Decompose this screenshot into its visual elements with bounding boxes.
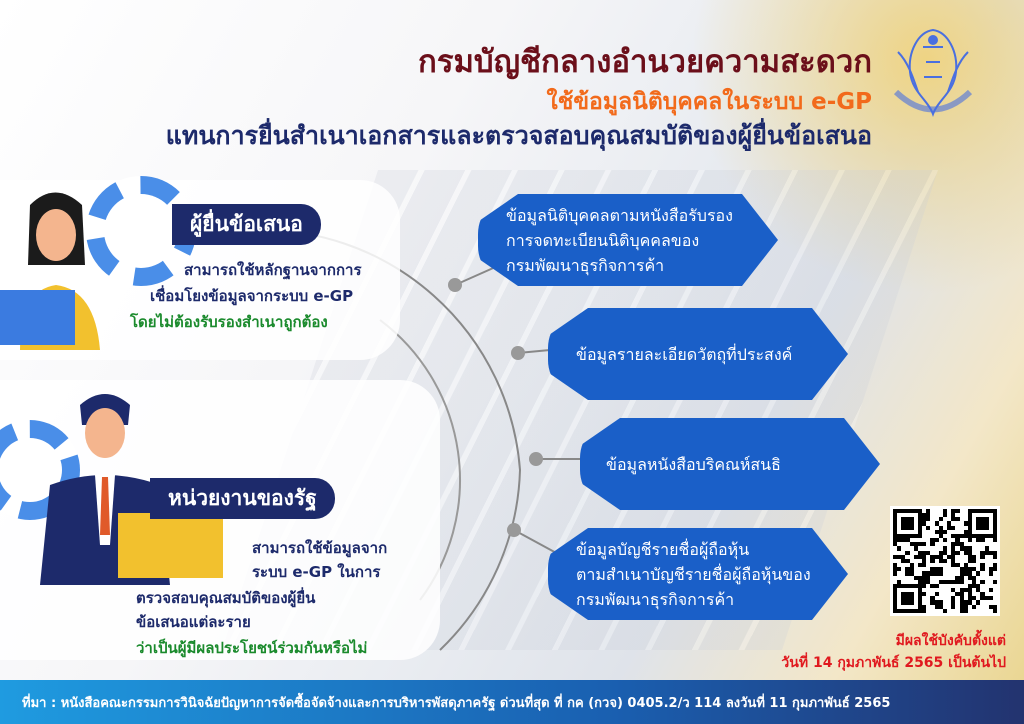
businessman-avatar-icon (40, 394, 223, 585)
info-box-objectives: ข้อมูลรายละเอียดวัตถุที่ประสงค์ (548, 308, 848, 400)
comptroller-logo-icon (893, 28, 973, 117)
woman-avatar-icon (0, 192, 100, 350)
source-footer: ที่มา : หนังสือคณะกรรมการวินิจฉัยปัญหากา… (0, 680, 1024, 724)
agency-line: ระบบ e-GP ในการ (252, 563, 381, 581)
info-box-memorandum: ข้อมูลหนังสือบริคณห์สนธิ (580, 418, 880, 510)
info-line: กรมพัฒนาธุรกิจการค้า (506, 255, 665, 275)
bidder-line: สามารถใช้หลักฐานจากการ (184, 261, 362, 279)
bidder-label: ผู้ยื่นข้อเสนอ (172, 204, 321, 245)
bidder-line: เชื่อมโยงข้อมูลจากระบบ e-GP (150, 287, 354, 305)
info-line: ข้อมูลรายละเอียดวัตถุที่ประสงค์ (576, 344, 793, 364)
info-line: การจดทะเบียนนิติบุคคลของ (506, 230, 700, 250)
info-line: ตามสำเนาบัญชีรายชื่อผู้ถือหุ้นของ (576, 564, 811, 584)
agency-line: ว่าเป็นผู้มีผลประโยชน์ร่วมกันหรือไม่ (136, 639, 368, 657)
qr-code[interactable] (890, 506, 1000, 616)
info-line: ข้อมูลนิติบุคคลตามหนังสือรับรอง (506, 205, 733, 225)
effective-label: มีผลใช้บังคับตั้งแต่ (895, 633, 1006, 649)
bidder-line: โดยไม่ต้องรับรองสำเนาถูกต้อง (130, 313, 328, 331)
main-title: กรมบัญชีกลางอำนวยความสะดวก (418, 44, 872, 80)
agency-line: ตรวจสอบคุณสมบัติของผู้ยื่น (136, 589, 316, 607)
effective-date: วันที่ 14 กุมภาพันธ์ 2565 เป็นต้นไป (781, 655, 1006, 671)
info-line: ข้อมูลหนังสือบริคณห์สนธิ (606, 454, 781, 474)
subtitle-2: แทนการยื่นสำเนาเอกสารและตรวจสอบคุณสมบัติ… (165, 121, 872, 150)
info-line: ข้อมูลบัญชีรายชื่อผู้ถือหุ้น (576, 539, 750, 559)
agency-line: ข้อเสนอแต่ละราย (136, 613, 251, 631)
info-box-company-certificate: ข้อมูลนิติบุคคลตามหนังสือรับรองการจดทะเบ… (478, 194, 778, 286)
agency-label: หน่วยงานของรัฐ (150, 478, 335, 519)
agency-line: สามารถใช้ข้อมูลจาก (252, 539, 388, 557)
info-line: กรมพัฒนาธุรกิจการค้า (576, 589, 735, 609)
info-box-shareholders: ข้อมูลบัญชีรายชื่อผู้ถือหุ้นตามสำเนาบัญช… (548, 528, 848, 620)
subtitle: ใช้ข้อมูลนิติบุคคลในระบบ e-GP (546, 89, 872, 115)
